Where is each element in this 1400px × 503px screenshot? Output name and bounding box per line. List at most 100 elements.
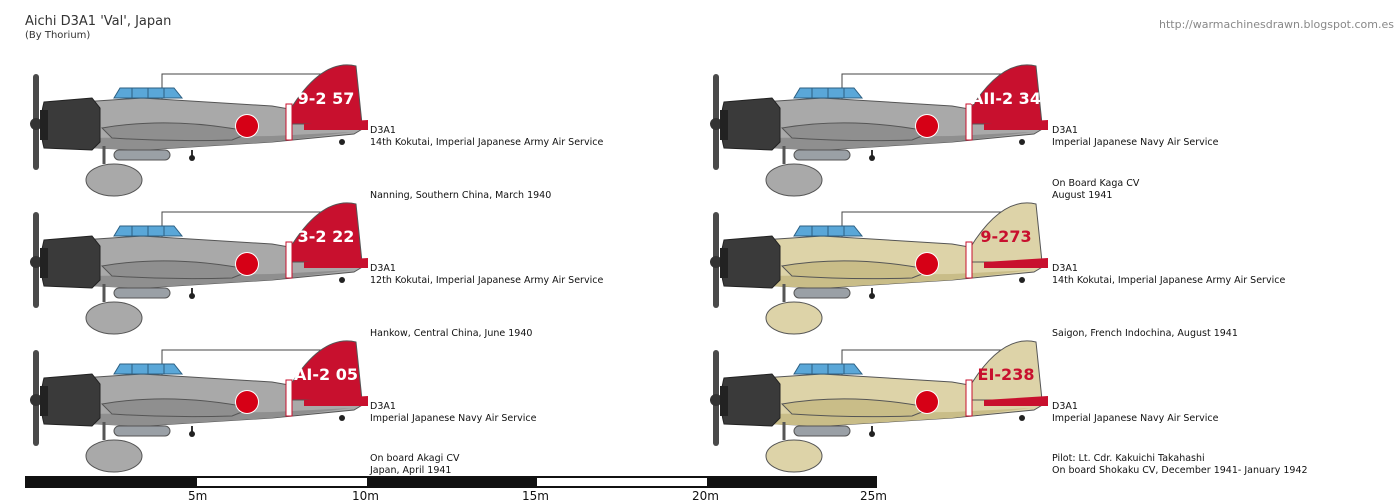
propeller-hub [710,256,722,268]
fuselage-shadow [82,132,352,150]
aircraft-profile-5: 9-273 [702,196,1052,340]
caption-location: Saigon, French Indochina, August 1941 [1052,328,1238,339]
scale-segment-white-2 [537,478,707,486]
caption-pilot: Pilot: Lt. Cdr. Kakuichi Takahashi [1052,453,1205,464]
cowling-front [720,386,728,416]
engine-cowling [40,373,101,427]
horizontal-stabilizer [984,396,1048,406]
aircraft-drawing: 9-273 [710,202,1048,335]
caption-unit: Imperial Japanese Navy Air Service [1052,413,1219,424]
engine-cowling [720,97,781,151]
caption-model: D3A1 [1052,263,1078,274]
wheel [869,431,875,437]
tail-wheel [339,139,345,145]
aircraft-drawing: AI-2 05 [30,340,368,473]
caption-unit: Imperial Japanese Navy Air Service [370,413,537,424]
tail-code: 3-2 22 [298,227,355,246]
caption-note-4: On Board Kaga CV August 1941 [1052,178,1139,202]
bomb [793,425,851,437]
tail-code: 9-2 57 [298,89,355,108]
caption-note-2: Hankow, Central China, June 1940 [370,328,532,340]
tail-wheel [339,277,345,283]
caption-unit: 12th Kokutai, Imperial Japanese Army Air… [370,275,604,286]
bomb [793,287,851,299]
engine-cowling [40,97,101,151]
aircraft-drawing: 9-2 57 [30,64,368,197]
caption-model: D3A1 [1052,401,1078,412]
scale-label-20m: 20m [692,489,719,503]
wheel [869,155,875,161]
author-credit: (By Thorium) [25,30,91,41]
scale-segment-white-1 [197,478,367,486]
wheel-spat [85,301,143,335]
scale-label-25m: 25m [860,489,887,503]
caption-1: D3A1 14th Kokutai, Imperial Japanese Arm… [370,125,603,149]
caption-note-5: Saigon, French Indochina, August 1941 [1052,328,1238,340]
propeller-hub [710,394,722,406]
caption-5: D3A1 14th Kokutai, Imperial Japanese Arm… [1052,263,1285,287]
aircraft-profile-3: AI-2 05 [22,334,372,478]
tail-wheel [1019,139,1025,145]
fuselage-shadow [762,408,1032,426]
fuselage-shadow [762,270,1032,288]
caption-location: On Board Kaga CV [1052,178,1140,189]
scale-bar [25,476,877,488]
caption-model: D3A1 [1052,125,1078,136]
wheel [869,293,875,299]
tail-code: AII-2 34 [971,89,1041,108]
caption-date: Japan, April 1941 [370,465,452,476]
horizontal-stabilizer [304,258,368,268]
caption-unit: 14th Kokutai, Imperial Japanese Army Air… [370,137,604,148]
caption-model: D3A1 [370,125,396,136]
tail-wheel [339,415,345,421]
caption-model: D3A1 [370,263,396,274]
cowling-front [40,248,48,278]
fuselage-shadow [762,132,1032,150]
cowling-front [40,110,48,140]
tail-fin [289,202,363,263]
bomb [113,287,171,299]
scale-label-10m: 10m [352,489,379,503]
horizontal-stabilizer [304,120,368,130]
tail-wheel [1019,415,1025,421]
caption-unit: 14th Kokutai, Imperial Japanese Army Air… [1052,275,1286,286]
wheel-spat [765,163,823,197]
aircraft-profile-4: AII-2 34 [702,58,1052,202]
caption-date: On board Shokaku CV, December 1941- Janu… [1052,465,1308,476]
horizontal-stabilizer [304,396,368,406]
caption-2: D3A1 12th Kokutai, Imperial Japanese Arm… [370,263,603,287]
caption-location: On board Akagi CV [370,453,460,464]
engine-cowling [720,373,781,427]
wheel-spat [765,301,823,335]
propeller-hub [30,394,42,406]
caption-note-1: Nanning, Southern China, March 1940 [370,190,551,202]
caption-note-3: On board Akagi CV Japan, April 1941 [370,453,459,477]
hinomaru [236,391,258,413]
caption-unit: Imperial Japanese Navy Air Service [1052,137,1219,148]
fuselage-shadow [82,408,352,426]
wheel [189,293,195,299]
wheel-spat [85,163,143,197]
cowling-front [720,110,728,140]
page-title: Aichi D3A1 'Val', Japan [25,14,172,29]
aircraft-profile-1: 9-2 57 [22,58,372,202]
aircraft-profile-2: 3-2 22 [22,196,372,340]
aircraft-drawing: EI-238 [710,340,1048,473]
tail-wheel [1019,277,1025,283]
hinomaru [916,391,938,413]
caption-6: D3A1 Imperial Japanese Navy Air Service [1052,401,1218,425]
blog-url: http://warmachinesdrawn.blogspot.com.es [1159,18,1394,31]
wheel [189,155,195,161]
propeller-hub [30,256,42,268]
caption-location: Nanning, Southern China, March 1940 [370,190,552,201]
tail-fin [969,64,1043,125]
caption-location: Hankow, Central China, June 1940 [370,328,533,339]
propeller-hub [30,118,42,130]
fuselage-shadow [82,270,352,288]
caption-4: D3A1 Imperial Japanese Navy Air Service [1052,125,1218,149]
fuselage-band [965,379,973,417]
fuselage-band [285,103,293,141]
tail-code: EI-238 [978,365,1035,384]
tail-fin [289,340,363,401]
scale-label-5m: 5m [188,489,208,503]
